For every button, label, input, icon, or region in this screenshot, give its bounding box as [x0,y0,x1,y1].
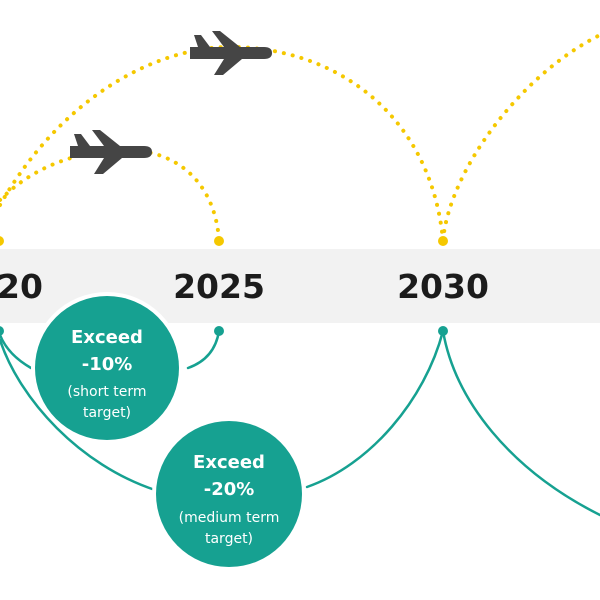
target-medium-line1: Exceed [193,452,265,473]
marker-dot-2020-bottom [0,326,4,336]
year-label-2025: 2025 [173,267,265,306]
flight-arc-right [441,33,600,242]
airplane-icon [70,130,152,174]
target-curve-2020-medium [0,338,157,492]
target-medium-value: -20% [204,479,255,500]
target-short-line4: target) [83,405,131,421]
target-curve-2030-right [441,329,600,517]
year-label-2020: 20 [0,267,43,306]
marker-dot-2025-top [214,236,224,246]
target-badge-medium-term: Exceed -20% (medium term target) [152,417,306,571]
year-label-2030: 2030 [397,267,489,306]
target-short-value: -10% [82,354,133,375]
target-short-line3: (short term [67,384,146,400]
marker-dot-2030-top [438,236,448,246]
flight-arc-small [0,147,221,242]
target-badge-short-term: Exceed -10% (short term target) [31,292,183,444]
marker-dot-2020-top [0,236,4,246]
airplane-icon [190,31,272,75]
target-short-line1: Exceed [71,327,143,348]
target-medium-line4: target) [205,531,253,547]
target-curve-2030-left [305,329,445,489]
target-curve-2020-short [0,333,33,370]
flight-arc-large [0,44,445,242]
target-medium-line3: (medium term [179,510,280,526]
target-curve-2025 [186,329,221,370]
